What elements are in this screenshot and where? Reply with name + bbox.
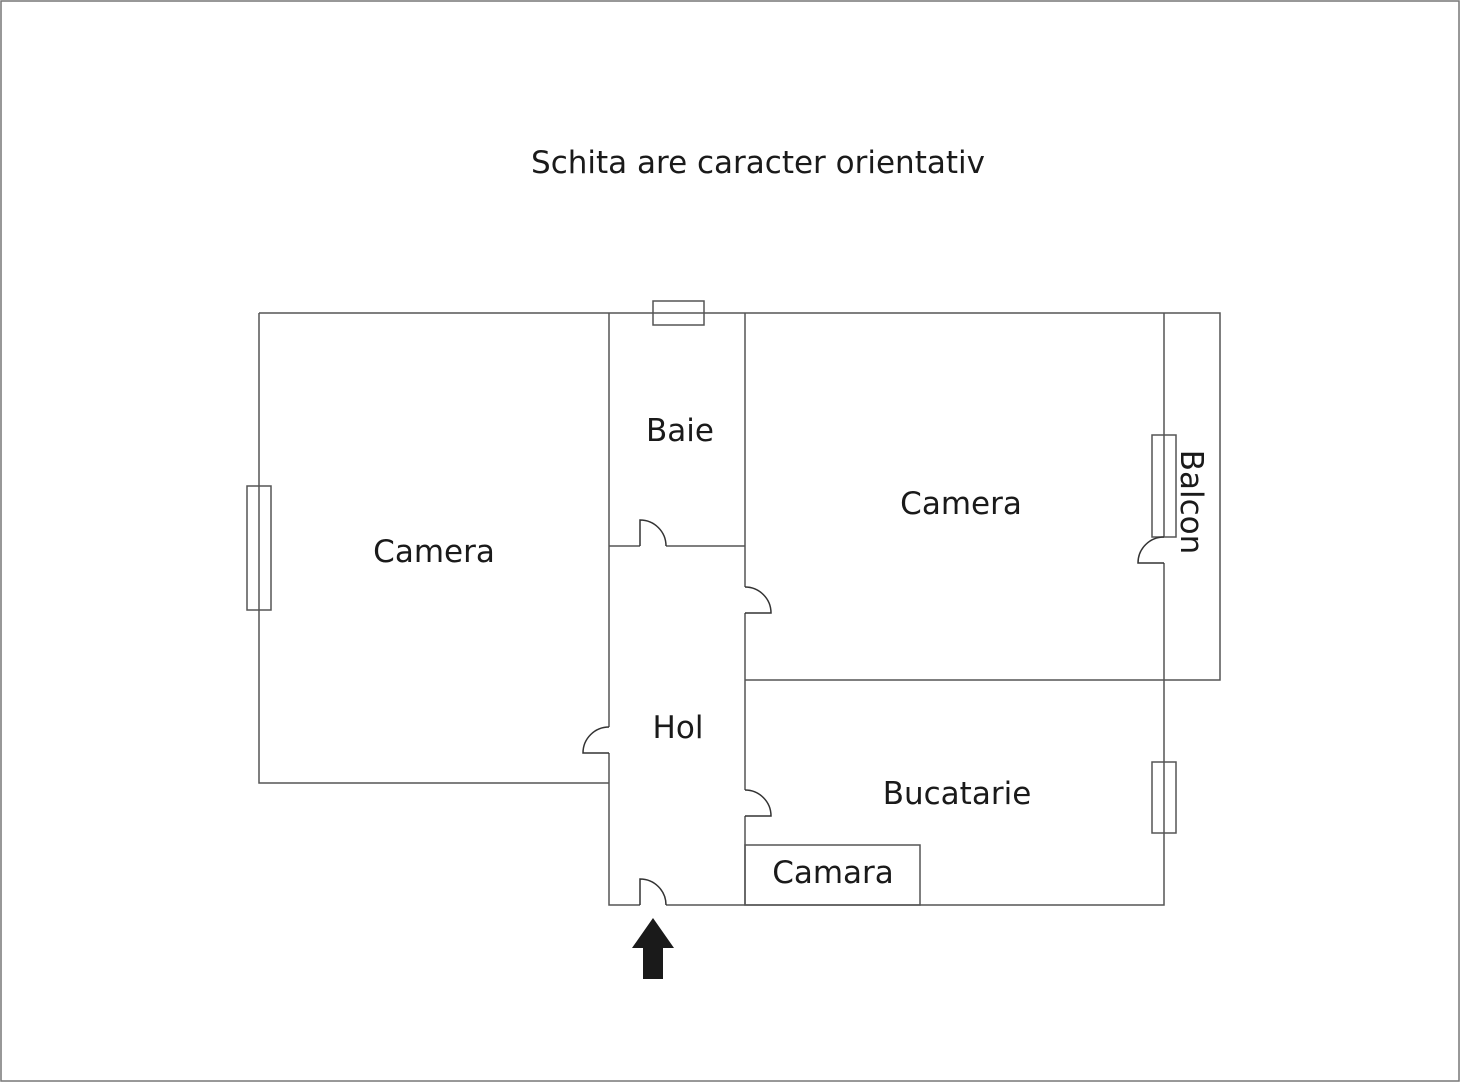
door-entrance xyxy=(639,878,667,906)
page-title: Schita are caracter orientativ xyxy=(531,145,985,181)
door-camera-left xyxy=(582,726,610,754)
door-baie xyxy=(639,519,667,547)
room-label-balcon: Balcon xyxy=(1173,449,1209,555)
doors xyxy=(582,519,1165,906)
room-label-camera-left: Camera xyxy=(373,534,495,570)
room-label-camera-right: Camera xyxy=(900,486,1022,522)
door-bucatarie xyxy=(744,789,772,817)
room-label-bucatarie: Bucatarie xyxy=(882,776,1032,812)
entrance-arrow-icon xyxy=(632,918,674,979)
door-camera-right xyxy=(744,586,772,614)
door-balcon xyxy=(1137,536,1165,564)
room-label-baie: Baie xyxy=(646,413,714,449)
room-label-camara: Camara xyxy=(772,855,894,891)
walls xyxy=(258,312,1221,906)
room-label-hol: Hol xyxy=(652,710,704,746)
